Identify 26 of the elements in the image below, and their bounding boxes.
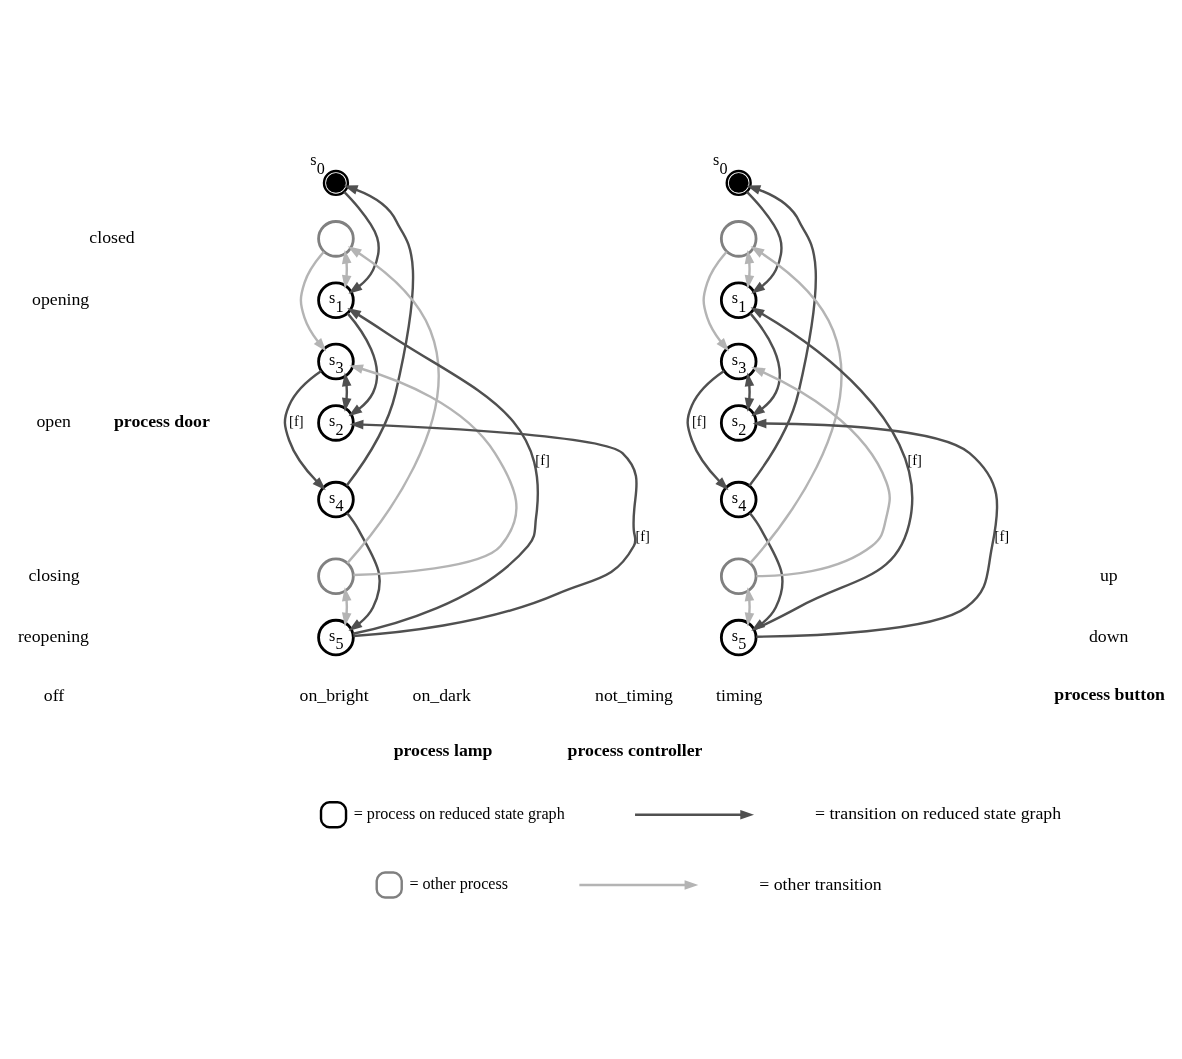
label: down <box>1089 625 1129 646</box>
edge-label: [f] <box>691 412 707 429</box>
label: timing <box>716 684 763 705</box>
edge-label: [f] <box>535 451 550 468</box>
label: open <box>36 410 72 431</box>
legend-label: = transition on reduced state graph <box>814 802 1062 823</box>
label: on_dark <box>412 684 471 705</box>
label: off <box>43 684 65 705</box>
label: opening <box>32 288 90 309</box>
legend-label: = other transition <box>759 873 882 893</box>
edge-label: [f] <box>994 527 1010 544</box>
legend-label: = process on reduced state graph <box>353 804 565 822</box>
label: reopening <box>17 625 89 646</box>
legend-label: = other process <box>409 874 509 892</box>
edge-label: [f] <box>907 451 922 468</box>
label: closed <box>89 226 135 247</box>
edge-label: [f] <box>289 412 304 429</box>
label: process button <box>1054 683 1165 704</box>
label: not_timing <box>595 684 673 705</box>
label: on_bright <box>299 684 369 705</box>
label: process controller <box>567 739 703 760</box>
label: up <box>1099 564 1118 585</box>
label: process lamp <box>393 739 493 760</box>
label: closing <box>28 564 80 585</box>
label: process door <box>113 410 210 431</box>
edge-label: [f] <box>635 527 650 544</box>
